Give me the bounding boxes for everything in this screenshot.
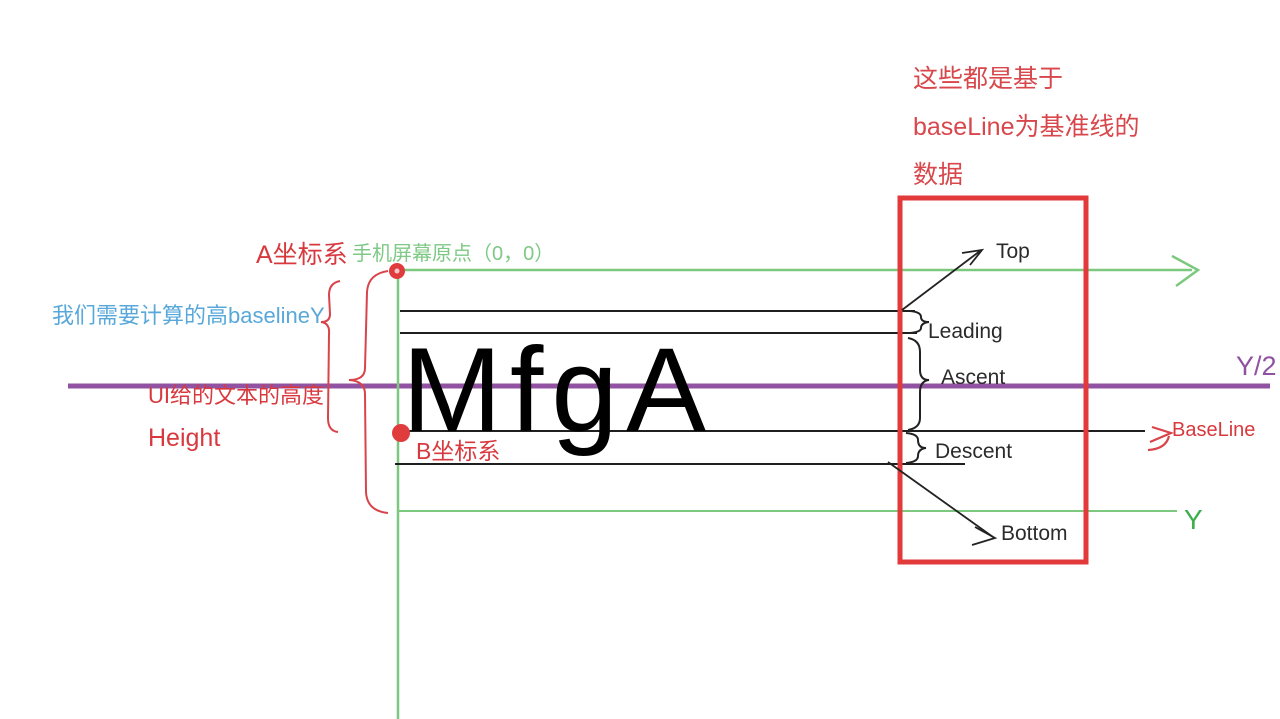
height-label: Height	[148, 424, 221, 452]
baseline-y-note-label: 我们需要计算的高baselineY	[52, 303, 325, 328]
sample-text: MfgA	[402, 323, 714, 457]
baseline-note: 这些都是基于 baseLine为基准线的 数据	[913, 55, 1139, 199]
top-arrow	[901, 250, 981, 311]
descent-metric-label: Descent	[935, 440, 1013, 463]
y-axis-label: Y	[1184, 504, 1203, 535]
height-brace	[348, 270, 389, 514]
baseline-arrowhead-icon	[1149, 425, 1175, 444]
bottom-arrow	[887, 461, 994, 538]
note-line-2: baseLine为基准线的	[913, 113, 1140, 141]
leading-metric-label: Leading	[928, 320, 1003, 343]
b-coordinate-label: B坐标系	[416, 438, 501, 464]
x-axis-arrowhead-icon	[1171, 254, 1201, 288]
baseline-dot	[392, 424, 410, 442]
ascent-metric-label: Ascent	[941, 366, 1006, 389]
baseline-label: BaseLine	[1172, 419, 1256, 441]
screen-origin-label: 手机屏幕原点（0，0）	[352, 243, 555, 265]
bottom-arrowhead-icon	[971, 526, 998, 546]
y-half-label: Y/2	[1236, 351, 1277, 381]
baseline-arrow	[1147, 435, 1171, 452]
origin-dot-center	[394, 268, 400, 274]
a-coordinate-label: A坐标系	[256, 241, 348, 269]
ui-text-height-label: UI给的文本的高度	[148, 383, 325, 408]
note-line-1: 这些都是基于	[913, 65, 1064, 93]
bottom-metric-label: Bottom	[1001, 522, 1068, 545]
leading-brace	[909, 310, 930, 334]
descent-brace	[905, 432, 927, 464]
top-metric-label: Top	[996, 240, 1030, 263]
baseline-y-brace	[320, 280, 341, 433]
note-line-3: 数据	[913, 161, 964, 189]
metrics-box	[897, 195, 1089, 565]
top-arrowhead-icon	[961, 248, 985, 266]
ascent-brace	[907, 337, 930, 431]
